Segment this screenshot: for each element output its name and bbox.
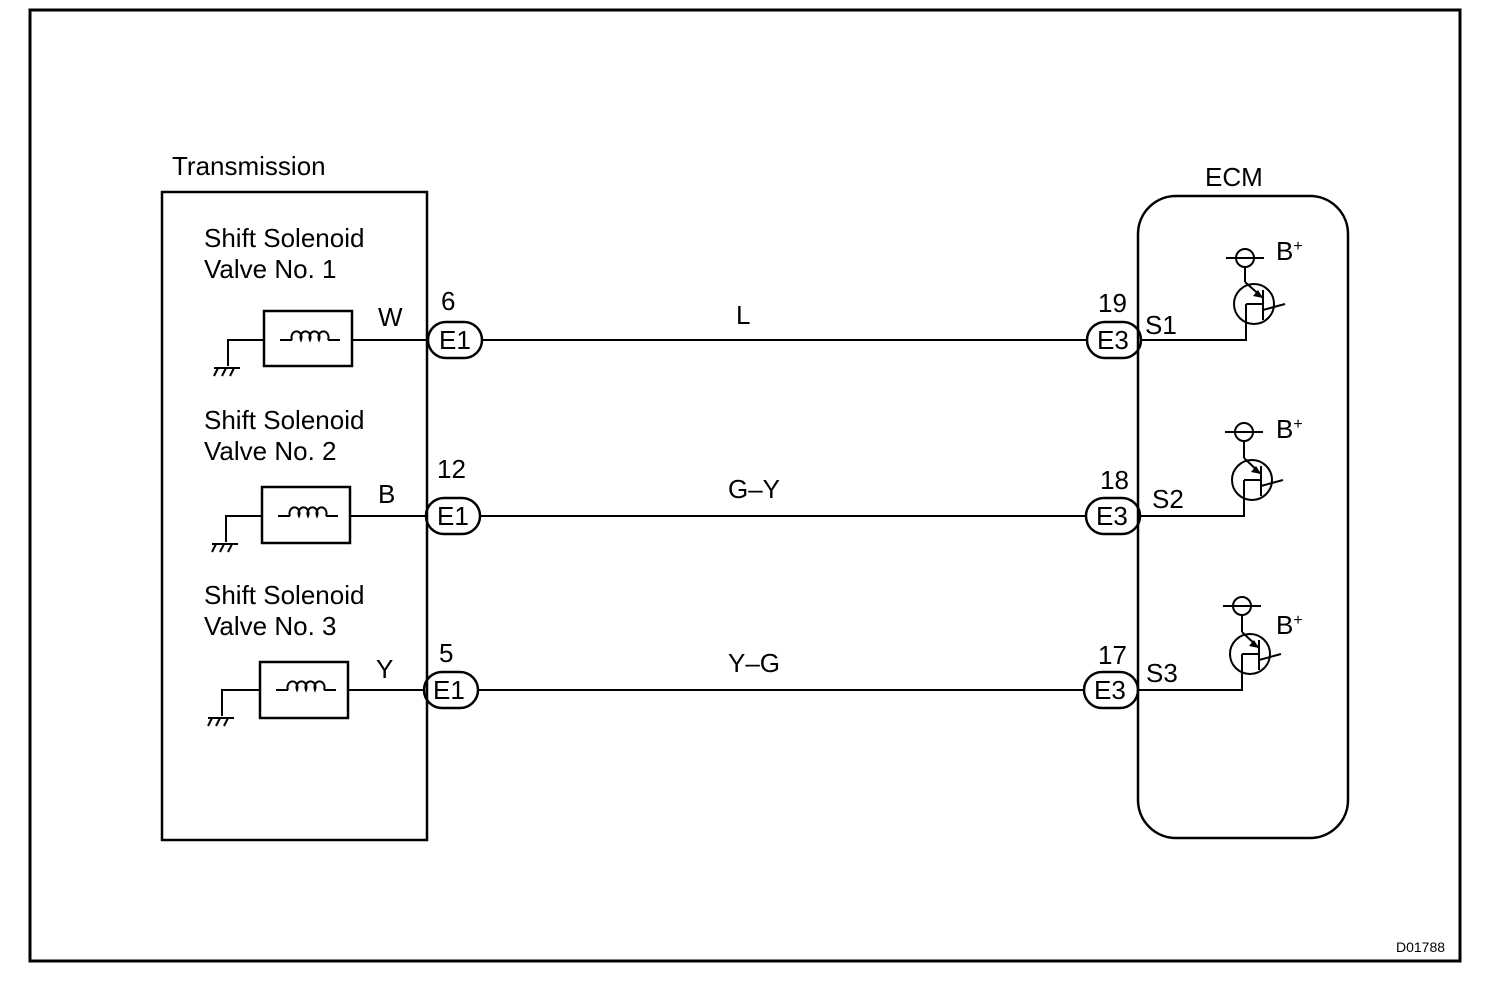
ground-icon xyxy=(213,339,263,377)
connector-e3-1-label: E3 xyxy=(1097,325,1129,355)
supply-terminal-icon xyxy=(1225,422,1263,442)
solenoid-1-box xyxy=(262,309,354,368)
transmission-label: Transmission xyxy=(172,151,326,181)
connector-e1-3-label: E1 xyxy=(433,675,465,705)
ground-icon xyxy=(211,515,262,553)
supply-label-3: B+ xyxy=(1276,610,1303,640)
ecm-box xyxy=(1136,194,1350,840)
side-wire-color-1: W xyxy=(378,302,403,332)
supply-label-2: B+ xyxy=(1276,414,1303,444)
connector-e3-2-label: E3 xyxy=(1096,501,1128,531)
ecm-terminal-1: S1 xyxy=(1145,310,1177,340)
connector-e3-3-label: E3 xyxy=(1094,675,1126,705)
ecm-terminal-2: S2 xyxy=(1152,484,1184,514)
supply-terminal-icon xyxy=(1223,596,1261,616)
valve-1-name-line1: Shift Solenoid xyxy=(204,223,364,253)
valve-3-name-line1: Shift Solenoid xyxy=(204,580,364,610)
ecm-pin-2: 18 xyxy=(1100,465,1129,495)
ecm-pin-1: 19 xyxy=(1098,288,1127,318)
supply-terminal-icon xyxy=(1226,248,1264,268)
trans-pin-3: 5 xyxy=(439,638,453,668)
wire-color-1: L xyxy=(736,300,750,330)
wire-color-2: G–Y xyxy=(728,474,780,504)
ground-icon xyxy=(207,689,260,727)
outer-frame xyxy=(28,8,1462,963)
transistor-icon xyxy=(1231,442,1284,501)
trans-pin-2: 12 xyxy=(437,454,466,484)
coil-icon xyxy=(276,680,336,693)
side-wire-color-3: Y xyxy=(376,654,393,684)
valve-2-name-line1: Shift Solenoid xyxy=(204,405,364,435)
circuit-3: Shift Solenoid Valve No. 3 Y 5 E1 Y–G 17… xyxy=(204,580,1303,727)
coil-icon xyxy=(278,506,338,519)
valve-3-name-line2: Valve No. 3 xyxy=(204,611,336,641)
side-wire-color-2: B xyxy=(378,479,395,509)
ecm-terminal-3: S3 xyxy=(1146,658,1178,688)
valve-1-name-line2: Valve No. 1 xyxy=(204,254,336,284)
circuit-2: Shift Solenoid Valve No. 2 B 12 E1 G–Y 1… xyxy=(204,405,1303,553)
supply-label-1: B+ xyxy=(1276,236,1303,266)
figure-id: D01788 xyxy=(1396,939,1445,955)
ecm-label: ECM xyxy=(1205,162,1263,192)
connector-e1-2-label: E1 xyxy=(437,501,469,531)
coil-icon xyxy=(280,330,340,343)
wire-color-3: Y–G xyxy=(728,648,780,678)
connector-e1-1-label: E1 xyxy=(439,325,471,355)
ecm-pin-3: 17 xyxy=(1098,640,1127,670)
trans-pin-1: 6 xyxy=(441,286,455,316)
circuit-1: Shift Solenoid Valve No. 1 W 6 E1 L 19 E… xyxy=(204,223,1303,377)
transistor-icon xyxy=(1229,616,1282,675)
valve-2-name-line2: Valve No. 2 xyxy=(204,436,336,466)
transistor-icon xyxy=(1233,268,1286,325)
